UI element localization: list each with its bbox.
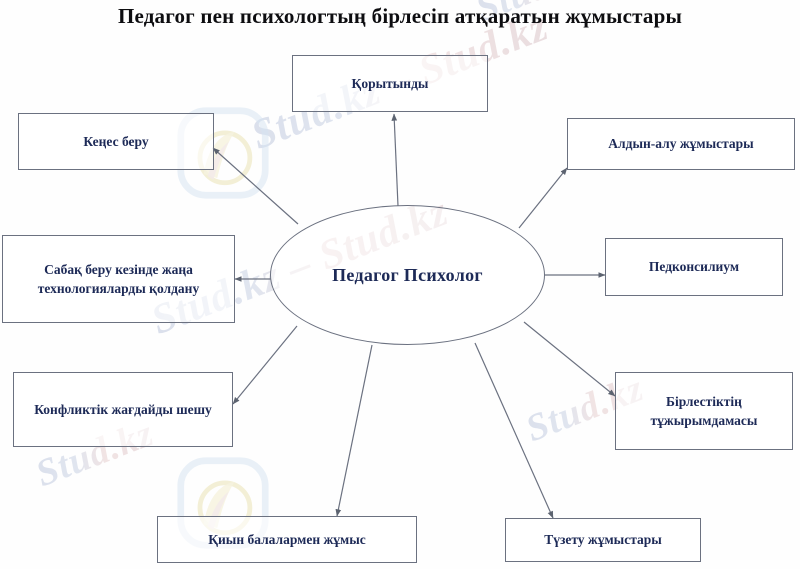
node-label: Қиын балалармен жұмыс [208, 531, 366, 547]
connector-konflikt [232, 325, 298, 405]
connector-birlestik [523, 321, 616, 397]
node-label: Кеңес беру [83, 133, 149, 149]
node-birlestik[interactable]: Бірлестіктің тұжырымдамасы [615, 372, 793, 450]
node-pedkonsilium[interactable]: Педконсилиум [605, 238, 783, 296]
node-tuzetu[interactable]: Түзету жұмыстары [505, 518, 701, 562]
node-kenes-beru[interactable]: Кеңес беру [18, 113, 214, 170]
node-label: Қорытынды [351, 75, 429, 91]
connector-qiyn-balalar [335, 344, 373, 517]
node-label: Бірлестіктің тұжырымдамасы [650, 393, 758, 428]
center-node-pedagog-psiholog[interactable]: Педагог Психолог [270, 205, 545, 345]
node-label: Алдын-алу жұмыстары [608, 136, 754, 152]
node-label: Педконсилиум [648, 259, 740, 275]
center-node-label: Педагог Психолог [332, 264, 483, 285]
node-label: Түзету жұмыстары [544, 532, 662, 548]
connector-kenes-beru [212, 147, 299, 225]
node-label: Сабақ беру кезінде жаңа технологияларды … [37, 261, 200, 296]
node-label: Конфликтік жағдайды шешу [34, 401, 212, 417]
page-title: Педагог пен психологтың бірлесіп атқарат… [117, 4, 683, 28]
node-qiyn-balalar[interactable]: Қиын балалармен жұмыс [157, 516, 417, 563]
connector-aldyn-alu [518, 167, 568, 229]
node-konflikt[interactable]: Конфликтік жағдайды шешу [13, 372, 233, 447]
node-sabaq-beru[interactable]: Сабақ беру кезінде жаңа технологияларды … [2, 235, 235, 323]
connector-korytyndy [391, 113, 399, 207]
node-aldyn-alu[interactable]: Алдын-алу жұмыстары [567, 118, 795, 170]
connector-tuzetu [474, 342, 554, 519]
node-korytyndy[interactable]: Қорытынды [292, 55, 488, 112]
